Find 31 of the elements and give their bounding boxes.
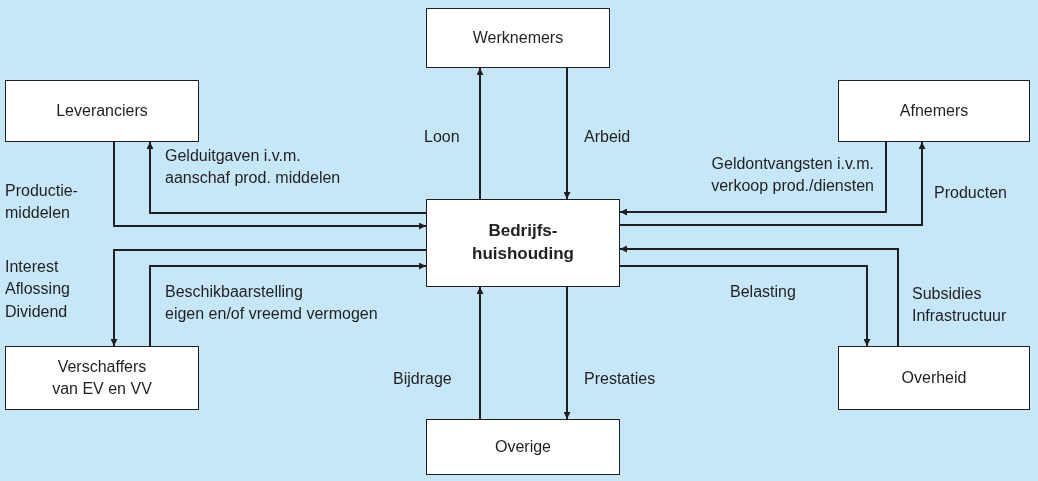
entity-box: Werknemers (426, 8, 610, 68)
entity-box: Afnemers (838, 80, 1030, 142)
arrow (563, 286, 571, 420)
edge-label: Gelduitgaven i.v.m. aanschaf prod. middelen (165, 146, 341, 189)
arrow (146, 141, 427, 214)
arrow (619, 141, 887, 216)
edge-label: Geldontvangsten i.v.m. verkoop prod./diensten (711, 154, 874, 197)
arrow (476, 67, 484, 200)
arrow (113, 141, 427, 230)
arrow (110, 249, 427, 347)
edge-label: Productie- middelen (5, 181, 78, 224)
edge-label: Bijdrage (393, 369, 452, 389)
entity-box: Verschaffers van EV en VV (5, 346, 199, 410)
arrow (619, 141, 926, 226)
edge-label: Belasting (730, 282, 796, 302)
edge-label: Prestaties (584, 369, 656, 389)
edge-label: Subsidies Infrastructuur (912, 284, 1007, 327)
arrow (619, 265, 871, 347)
edge-label: Producten (934, 183, 1007, 203)
arrow (149, 262, 427, 347)
edge-label: Beschikbaarstelling eigen en/of vreemd vermogen (165, 282, 378, 325)
central-process-box: Bedrijfs- huishouding (426, 199, 620, 287)
arrow (619, 245, 899, 347)
arrow (476, 286, 484, 420)
entity-box: Overheid (838, 346, 1030, 410)
edge-label: Interest Aflossing Dividend (5, 257, 70, 322)
entity-box: Overige (426, 419, 620, 475)
edge-label: Arbeid (584, 127, 631, 147)
edge-label: Loon (424, 127, 460, 147)
entity-box: Leveranciers (5, 80, 199, 142)
arrow (563, 67, 571, 200)
